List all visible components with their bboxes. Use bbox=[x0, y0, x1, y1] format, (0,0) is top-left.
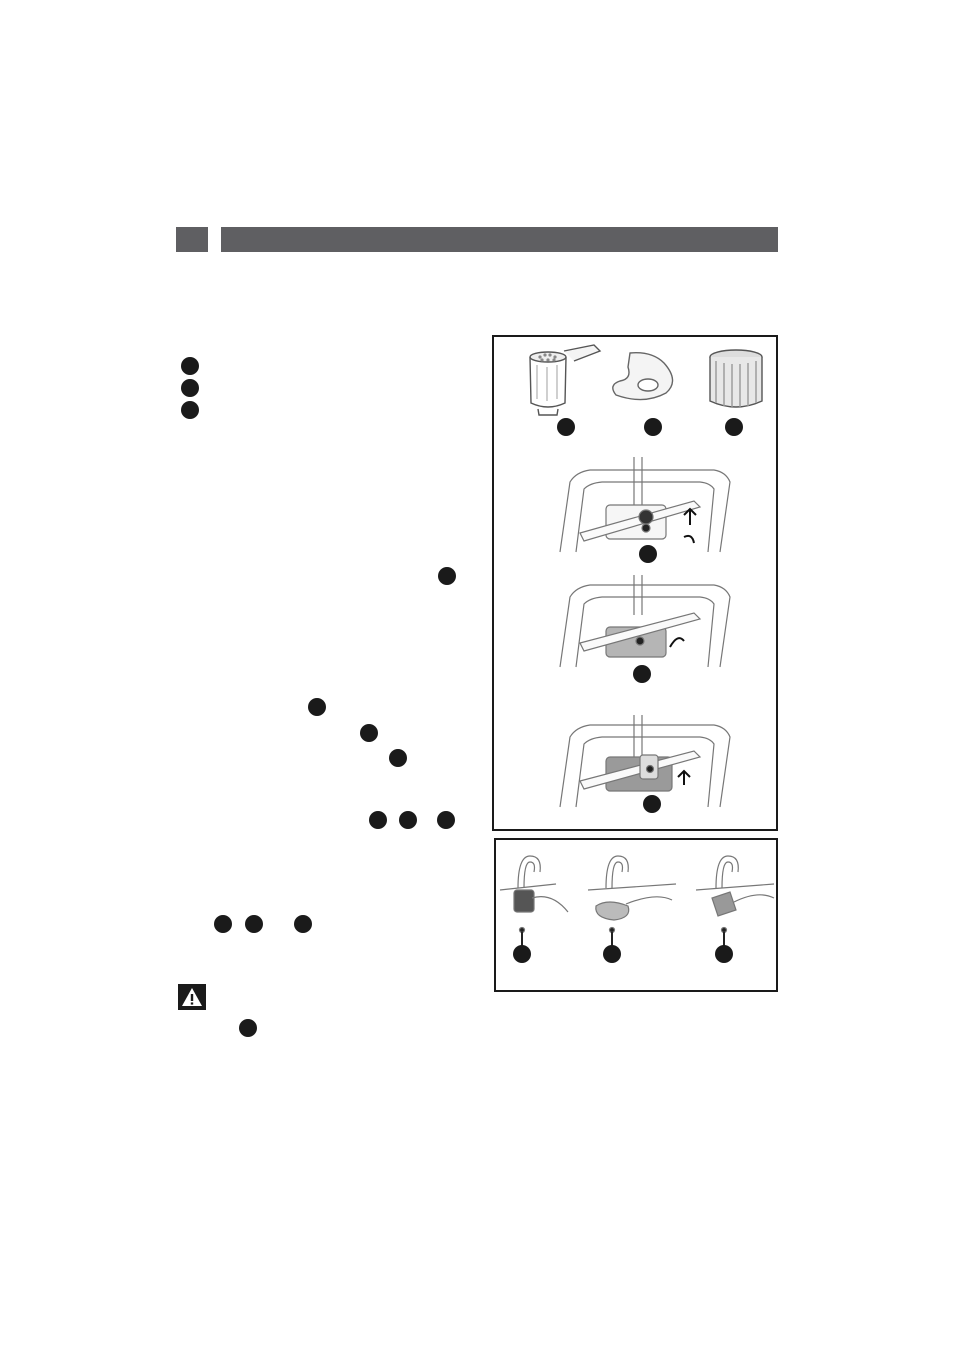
flat-filter-illustration bbox=[612, 352, 674, 401]
callout-dot bbox=[437, 811, 455, 829]
callout-dot bbox=[438, 567, 456, 585]
rinse-flat-filter bbox=[587, 855, 677, 946]
callout-dot bbox=[181, 357, 199, 375]
callout-dot bbox=[294, 915, 312, 933]
callout-dot bbox=[513, 945, 531, 963]
callout-dot bbox=[214, 915, 232, 933]
callout-dot bbox=[389, 749, 407, 767]
callout-dot bbox=[360, 724, 378, 742]
step-remove-flat-filter bbox=[559, 575, 731, 668]
callout-dot bbox=[245, 915, 263, 933]
callout-dot bbox=[557, 418, 575, 436]
callout-dot bbox=[181, 401, 199, 419]
filter-rinse-illustration bbox=[499, 855, 775, 963]
callout-dot bbox=[369, 811, 387, 829]
callout-dot bbox=[633, 665, 651, 683]
callout-dot bbox=[643, 795, 661, 813]
microfilter-illustration bbox=[529, 344, 602, 416]
filter-removal-illustration bbox=[529, 344, 763, 813]
callout-dot bbox=[399, 811, 417, 829]
filter-removal-illustration-panel bbox=[492, 335, 778, 831]
rinse-coarse-filter bbox=[695, 855, 775, 946]
warning-triangle-icon bbox=[178, 984, 206, 1010]
callout-dot bbox=[725, 418, 743, 436]
section-number-tab bbox=[176, 227, 208, 252]
step-remove-microfilter bbox=[559, 457, 731, 553]
callout-dot bbox=[239, 1019, 257, 1037]
callout-dot bbox=[639, 545, 657, 563]
filter-rinse-illustration-panel bbox=[494, 838, 778, 992]
callout-dot bbox=[644, 418, 662, 436]
step-remove-coarse-filter bbox=[559, 715, 731, 808]
callout-dot bbox=[308, 698, 326, 716]
callout-dot bbox=[715, 945, 733, 963]
callout-dot bbox=[603, 945, 621, 963]
rinse-microfilter bbox=[499, 855, 569, 946]
coarse-filter-illustration bbox=[709, 349, 763, 408]
callout-dot bbox=[181, 379, 199, 397]
section-title-bar bbox=[221, 227, 778, 252]
